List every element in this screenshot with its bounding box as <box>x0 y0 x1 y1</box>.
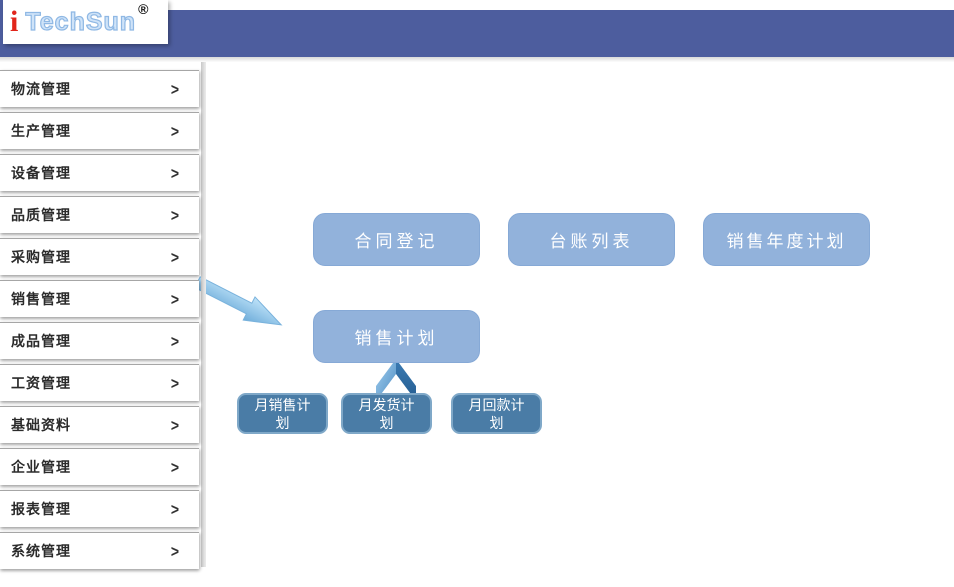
chevron-right-icon: > <box>170 499 179 519</box>
button-label: 月发货计划 <box>358 396 415 431</box>
logo-brand-text: TechSun <box>25 7 137 36</box>
sidebar-item-enterprise[interactable]: 企业管理 > <box>0 448 199 485</box>
sidebar-item-production[interactable]: 生产管理 > <box>0 112 199 149</box>
button-label: 月回款计划 <box>468 396 525 431</box>
sidebar-menu: 物流管理 > 生产管理 > 设备管理 > 品质管理 > 采购管理 > 销售管理 … <box>0 70 199 574</box>
button-label: 台账列表 <box>549 232 634 251</box>
monthly-sales-plan-button[interactable]: 月销售计划 <box>237 393 328 434</box>
sidebar-item-reports[interactable]: 报表管理 > <box>0 490 199 527</box>
sidebar-item-sales[interactable]: 销售管理 > <box>0 280 199 317</box>
sidebar-item-base-data[interactable]: 基础资料 > <box>0 406 199 443</box>
sidebar-item-label: 工资管理 <box>11 375 71 391</box>
chevron-right-icon: > <box>170 205 179 225</box>
flow-pointer-arrow-icon <box>194 276 283 326</box>
button-label: 合同登记 <box>354 232 439 251</box>
sidebar-item-logistics[interactable]: 物流管理 > <box>0 70 199 107</box>
sidebar-item-equipment[interactable]: 设备管理 > <box>0 154 199 191</box>
chevron-right-icon: > <box>170 457 179 477</box>
chevron-right-icon: > <box>170 373 179 393</box>
button-label: 月销售计划 <box>254 396 311 431</box>
sidebar-item-label: 销售管理 <box>11 291 71 307</box>
chevron-right-icon: > <box>170 121 179 141</box>
sidebar-item-system[interactable]: 系统管理 > <box>0 532 199 569</box>
sidebar-item-label: 设备管理 <box>11 165 71 181</box>
chevron-right-icon: > <box>170 415 179 435</box>
button-label: 销售年度计划 <box>726 232 847 251</box>
up-chevron-arrow-icon <box>376 359 416 401</box>
button-label: 销售计划 <box>354 329 439 348</box>
sidebar-item-label: 企业管理 <box>11 459 71 475</box>
header-left-edge <box>0 0 3 57</box>
sidebar-item-finished-goods[interactable]: 成品管理 > <box>0 322 199 359</box>
chevron-right-icon: > <box>170 289 179 309</box>
sidebar-item-label: 物流管理 <box>11 81 71 97</box>
sidebar-item-label: 生产管理 <box>11 123 71 139</box>
sidebar-divider <box>201 62 206 567</box>
sidebar-item-label: 报表管理 <box>11 501 71 517</box>
chevron-right-icon: > <box>170 247 179 267</box>
ledger-list-button[interactable]: 台账列表 <box>508 213 675 266</box>
chevron-right-icon: > <box>170 331 179 351</box>
chevron-right-icon: > <box>170 541 179 561</box>
sidebar-item-payroll[interactable]: 工资管理 > <box>0 364 199 401</box>
logo-i-mark: i <box>10 5 19 38</box>
header-bar-shadow <box>0 57 954 62</box>
sidebar-item-label: 采购管理 <box>11 249 71 265</box>
sidebar-item-label: 基础资料 <box>11 417 71 433</box>
sidebar-item-label: 成品管理 <box>11 333 71 349</box>
registered-trademark-icon: ® <box>138 1 149 17</box>
logo[interactable]: i TechSun ® <box>3 0 168 44</box>
sidebar-item-procurement[interactable]: 采购管理 > <box>0 238 199 275</box>
monthly-collection-plan-button[interactable]: 月回款计划 <box>451 393 542 434</box>
sales-plan-button[interactable]: 销售计划 <box>313 310 480 363</box>
sidebar-item-label: 品质管理 <box>11 207 71 223</box>
sidebar-item-label: 系统管理 <box>11 543 71 559</box>
annual-sales-plan-button[interactable]: 销售年度计划 <box>703 213 870 266</box>
monthly-shipment-plan-button[interactable]: 月发货计划 <box>341 393 432 434</box>
contract-registration-button[interactable]: 合同登记 <box>313 213 480 266</box>
chevron-right-icon: > <box>170 163 179 183</box>
sidebar-item-quality[interactable]: 品质管理 > <box>0 196 199 233</box>
chevron-right-icon: > <box>170 79 179 99</box>
